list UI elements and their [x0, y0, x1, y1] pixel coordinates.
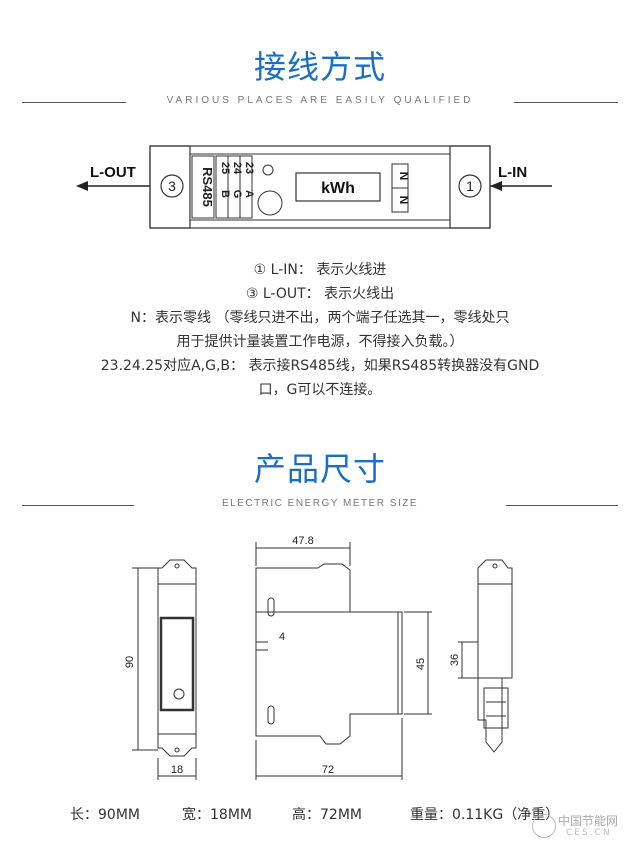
watermark-logo-icon: [532, 814, 556, 838]
pin-25: 25: [219, 162, 231, 174]
pin-b: B: [219, 190, 231, 198]
dim-depth-bottom: 72: [322, 764, 334, 776]
desc-line-2: ③ L-OUT： 表示火线出: [245, 286, 395, 302]
spec-width-value: 18MM: [210, 807, 252, 823]
kwh-display: kWh: [321, 180, 355, 197]
circle-3: 3: [168, 178, 176, 194]
dim-side: 36: [449, 654, 461, 666]
dim-mid: 45: [415, 658, 427, 670]
wiring-subtitle-text: VARIOUS PLACES ARE EASILY QUALIFIED: [166, 95, 474, 106]
desc-line-4: 用于提供计量装置工作电源，不得接入负载。）: [176, 334, 464, 350]
spec-height-value: 72MM: [320, 807, 362, 823]
spec-length: 长：90MM: [70, 804, 140, 824]
dimension-drawing: 90 18 47.8 4 72 45 36: [124, 535, 513, 780]
watermark: 中国节能网 CES.CN: [532, 812, 636, 846]
wiring-title: 接线方式: [253, 48, 386, 86]
desc-line-3: N：表示零线 （零线只进不出，两个端子任选其一，零线处只: [130, 310, 510, 326]
desc-line-6: 口，G可以不连接。: [258, 382, 382, 398]
n-terminal-2: N: [397, 196, 411, 205]
spec-weight: 重量：0.11KG（净重）: [410, 804, 559, 824]
wiring-diagram: RS485 25 24 23 B G A kWh N N 3 1 L-OUT L…: [76, 145, 552, 229]
spec-height: 高：72MM: [292, 804, 362, 824]
watermark-url: CES.CN: [566, 828, 612, 838]
dim-small: 4: [279, 631, 285, 643]
size-title: 产品尺寸: [253, 450, 386, 488]
size-subtitle: ELECTRIC ENERGY METER SIZE: [22, 498, 618, 512]
spec-width: 宽：18MM: [182, 804, 252, 824]
n-terminal-1: N: [397, 172, 411, 181]
spec-row: 长：90MM 宽：18MM 高：72MM 重量：0.11KG（净重）: [0, 804, 640, 828]
dim-front-width: 18: [171, 764, 183, 776]
desc-line-1: ① L-IN： 表示火线进: [253, 262, 387, 278]
wiring-subtitle: VARIOUS PLACES ARE EASILY QUALIFIED: [22, 95, 618, 109]
size-subtitle-text: ELECTRIC ENERGY METER SIZE: [221, 498, 419, 509]
spec-weight-label: 重量：: [410, 807, 452, 823]
rs485-label: RS485: [200, 167, 215, 207]
l-in-label: L-IN: [498, 164, 527, 181]
spec-length-value: 90MM: [98, 807, 140, 823]
spec-height-label: 高：: [292, 807, 320, 823]
dim-height: 90: [124, 656, 136, 668]
pin-24: 24: [231, 162, 243, 175]
pin-g: G: [231, 190, 243, 199]
dim-depth-top: 47.8: [292, 535, 313, 547]
pin-23: 23: [243, 162, 255, 174]
wiring-description: ① L-IN： 表示火线进 ③ L-OUT： 表示火线出 N：表示零线 （零线只…: [0, 258, 640, 402]
spec-weight-value: 0.11KG（净重）: [452, 807, 560, 823]
l-out-label: L-OUT: [90, 164, 136, 181]
circle-1: 1: [466, 178, 474, 194]
pin-a: A: [243, 190, 255, 198]
spec-width-label: 宽：: [182, 807, 210, 823]
watermark-text: 中国节能网: [558, 814, 619, 828]
desc-line-5: 23.24.25对应A,G,B： 表示接RS485线，如果RS485转换器没有G…: [100, 358, 540, 374]
spec-length-label: 长：: [70, 807, 98, 823]
